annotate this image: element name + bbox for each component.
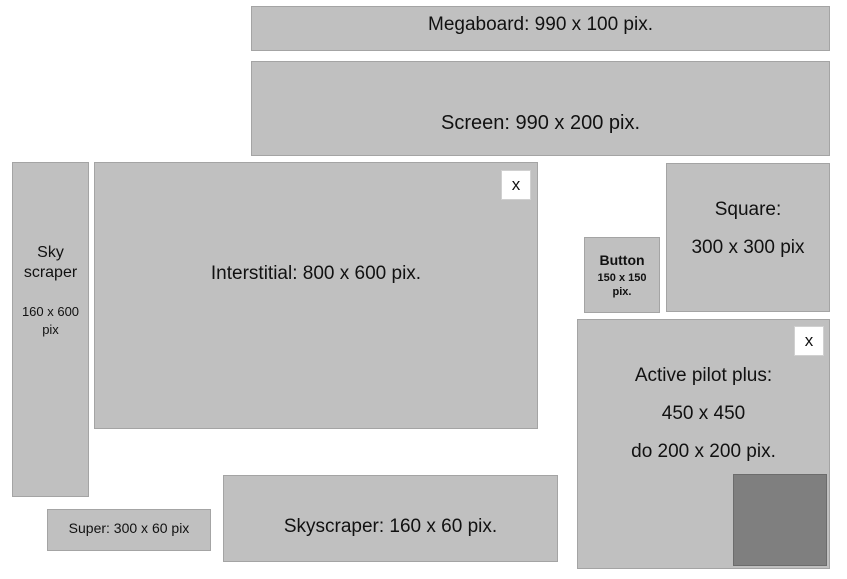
square-ad-box: Square: 300 x 300 pix [666,163,830,312]
square-label: Square: [714,199,782,220]
button-ad-unit: pix. [612,286,632,298]
screen-label: Screen: 990 x 200 pix. [440,112,640,134]
button-ad-label: Button [599,252,645,268]
close-icon: x [511,175,521,194]
button-ad-box: Button 150 x 150 pix. [584,237,660,313]
sky-scraper-ad-box: Sky scraper 160 x 600 pix [12,162,89,497]
sky-scraper-label-line1: Sky [37,244,64,261]
active-pilot-plus-ad-box: Active pilot plus: 450 x 450 do 200 x 20… [577,319,830,569]
sky-scraper-label-line2: scraper [23,264,78,281]
skyscraper-small-label: Skyscraper: 160 x 60 pix. [283,515,498,537]
square-size: 300 x 300 pix [691,237,805,258]
super-label: Super: 300 x 60 pix [68,520,190,536]
sky-scraper-size-line1: 160 x 600 [21,304,80,319]
active-pilot-close-button[interactable]: x [794,326,824,356]
active-pilot-size: 450 x 450 [661,403,746,424]
skyscraper-small-ad-box: Skyscraper: 160 x 60 pix. [223,475,558,562]
active-pilot-label: Active pilot plus: [634,365,773,386]
active-pilot-collapsed-square [733,474,827,566]
active-pilot-collapsed-size: do 200 x 200 pix. [631,441,776,462]
megaboard-label: Megaboard: 990 x 100 pix. [428,13,653,35]
close-icon: x [804,331,814,350]
interstitial-close-button[interactable]: x [501,170,531,200]
interstitial-label: Interstitial: 800 x 600 pix. [210,262,422,284]
interstitial-ad-box: Interstitial: 800 x 600 pix. x [94,162,538,429]
button-ad-size: 150 x 150 [597,272,647,284]
megaboard-ad-box: Megaboard: 990 x 100 pix. [251,6,830,51]
screen-ad-box: Screen: 990 x 200 pix. [251,61,830,156]
sky-scraper-size-line2: pix [42,322,59,337]
super-ad-box: Super: 300 x 60 pix [47,509,211,551]
